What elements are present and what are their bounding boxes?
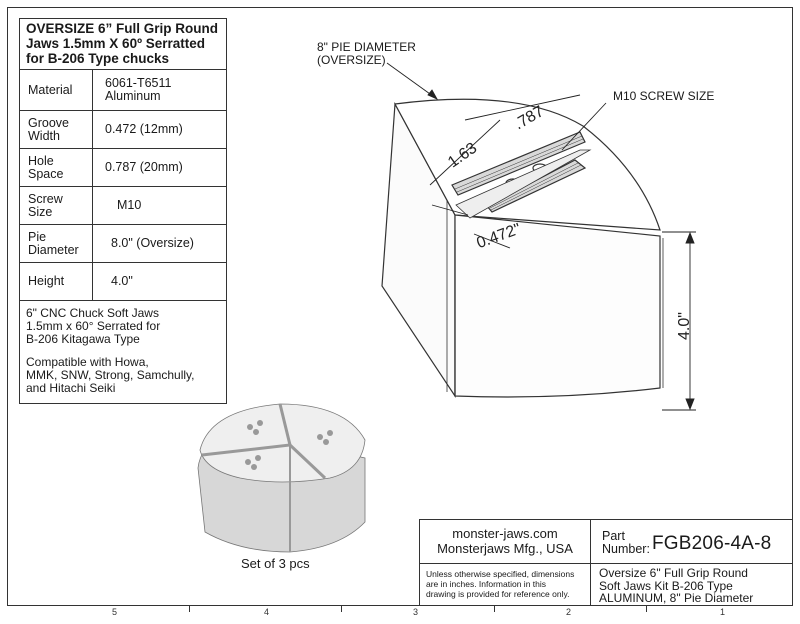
spec-label: Height [20,263,93,300]
disclaimer: Unless otherwise specified, dimensions a… [419,563,591,606]
spec-label: Groove Width [20,111,93,148]
title-block: monster-jaws.com Monsterjaws Mfg., USA P… [419,519,793,606]
pie-diameter-label: 8" PIE DIAMETER (OVERSIZE) [317,40,416,67]
company-website: monster-jaws.com [452,526,558,541]
jaw-set-caption: Set of 3 pcs [241,556,310,571]
zone-label-3: 3 [413,607,419,617]
zone-label-2: 2 [566,607,572,617]
spec-label: Hole Space [20,149,93,186]
part-number-label: Part Number: [602,529,650,556]
zone-divider [189,606,190,612]
spec-value: 8.0" (Oversize) [111,236,194,250]
spec-title: OVERSIZE 6” Full Grip Round Jaws 1.5mm X… [20,19,226,70]
spec-row-screw-size: Screw Size M10 [20,187,226,225]
zone-label-5: 5 [112,607,118,617]
zone-label-4: 4 [264,607,270,617]
spec-row-material: Material 6061-T6511 Aluminum [20,70,226,111]
spec-label: Screw Size [20,187,93,224]
part-number: FGB206-4A-8 [652,533,772,554]
company-cell: monster-jaws.com Monsterjaws Mfg., USA [419,519,591,563]
spec-value: M10 [117,198,142,212]
spec-row-height: Height 4.0" [20,263,226,301]
spec-value: 0.787 (20mm) [105,160,183,174]
spec-value: 6061-T6511 Aluminum [105,76,172,103]
spec-table: OVERSIZE 6” Full Grip Round Jaws 1.5mm X… [19,18,227,404]
drawing-border [7,7,793,606]
zone-label-1: 1 [720,607,726,617]
part-description: Oversize 6" Full Grip Round Soft Jaws Ki… [590,563,793,606]
spec-value: 4.0" [111,274,133,288]
zone-divider [646,606,647,612]
spec-label: Pie Diameter [20,225,93,262]
spec-row-groove-width: Groove Width 0.472 (12mm) [20,111,226,149]
spec-value: 0.472 (12mm) [105,122,183,136]
part-number-cell: Part Number: FGB206-4A-8 [590,519,793,563]
zone-divider [494,606,495,612]
spec-row-hole-space: Hole Space 0.787 (20mm) [20,149,226,187]
spec-note-serration: 6" CNC Chuck Soft Jaws 1.5mm x 60° Serra… [26,306,161,346]
spec-note-compatibility: Compatible with Howa, MMK, SNW, Strong, … [26,355,195,395]
spec-label: Material [20,70,93,110]
zone-divider [341,606,342,612]
company-name: Monsterjaws Mfg., USA [437,541,573,556]
spec-notes: 6" CNC Chuck Soft Jaws 1.5mm x 60° Serra… [20,301,226,403]
screw-size-label: M10 SCREW SIZE [613,89,715,103]
spec-row-pie-diameter: Pie Diameter 8.0" (Oversize) [20,225,226,263]
